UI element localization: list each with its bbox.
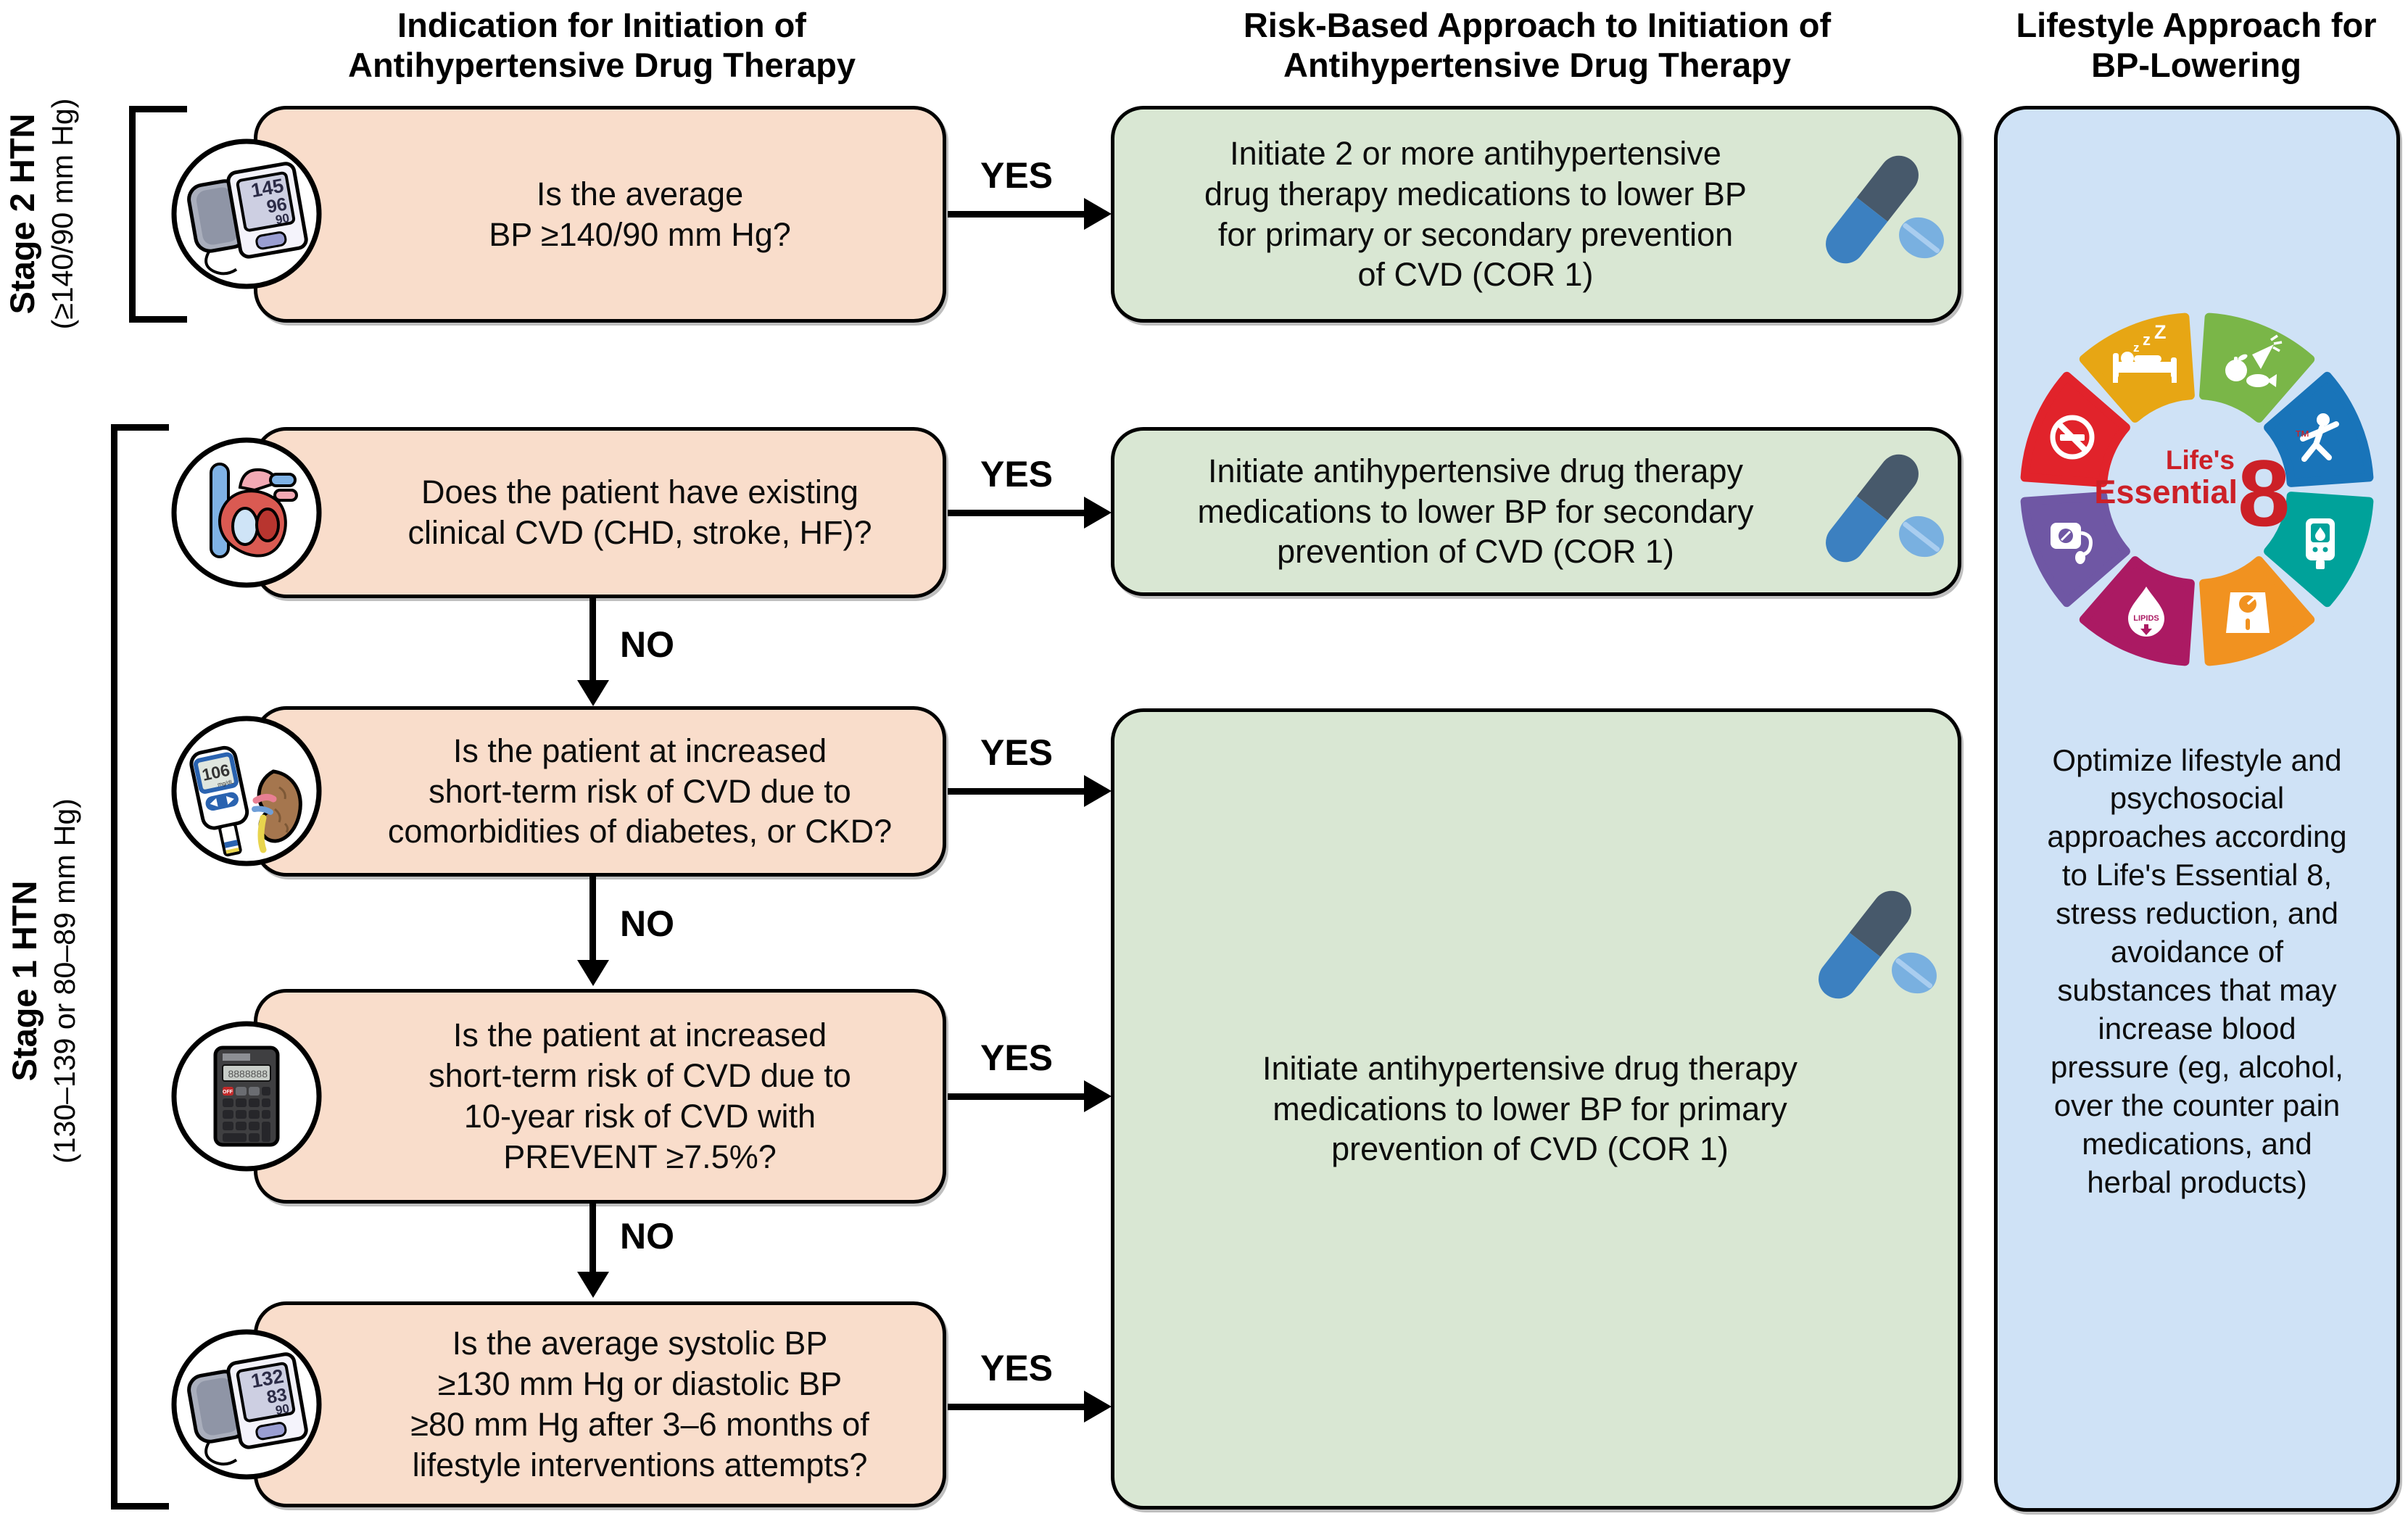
logo-center-text: Life's Essential 8 ™ — [2094, 427, 2310, 546]
stage-2-title: Stage 2 HTN — [3, 113, 41, 315]
svg-text:™: ™ — [2294, 427, 2310, 445]
yes-arrow — [948, 1404, 1087, 1410]
no-smoking-icon — [2050, 415, 2095, 460]
yes-label: YES — [980, 155, 1054, 196]
outcome-text-secondary: Initiate antihypertensive drug therapy m… — [1197, 452, 1754, 571]
svg-text:8888888: 8888888 — [228, 1068, 268, 1080]
header-lifestyle: Lifestyle Approach for BP-Lowering — [2016, 6, 2377, 84]
sleep-icon: z z Z — [2113, 321, 2177, 383]
pill-icon — [1805, 444, 1958, 582]
question-text-existing-cvd: Does the patient have existing clinical … — [407, 473, 872, 551]
stage-1-range: (130–139 or 80–89 mm Hg) — [47, 798, 81, 1164]
header-indication: Indication for Initiation of Antihyperte… — [348, 6, 856, 84]
segment-weight — [2199, 556, 2315, 666]
no-arrow — [589, 598, 596, 682]
weight-icon — [2226, 592, 2270, 633]
yes-label: YES — [980, 732, 1054, 773]
stage-1-bracket — [111, 424, 169, 1510]
bp-monitor-icon: 132 83 90 — [170, 1328, 323, 1481]
yes-arrow — [948, 211, 1087, 218]
blood-pressure-icon — [2051, 523, 2093, 564]
lifestyle-text: Optimize lifestyle and psychosocial appr… — [2047, 742, 2347, 1199]
lifes-essential-8-logo: LIPIDS — [2020, 312, 2374, 666]
bp-monitor-icon: 145 96 90 — [170, 138, 323, 290]
outcome-box-two-or-more — [1111, 106, 1961, 323]
segment-diet — [2199, 312, 2315, 423]
stage-2-range: (≥140/90 mm Hg) — [45, 98, 79, 330]
stage-1-title: Stage 1 HTN — [5, 880, 44, 1082]
yes-label: YES — [980, 1348, 1054, 1388]
no-arrowhead — [577, 1272, 609, 1298]
svg-text:LIPIDS: LIPIDS — [2133, 614, 2159, 623]
yes-arrow — [948, 510, 1087, 516]
pill-icon — [1798, 881, 1950, 1019]
no-label: NO — [620, 624, 674, 665]
question-text-diabetes-ckd: Is the patient at increased short-term r… — [387, 732, 893, 850]
svg-text:z: z — [2143, 331, 2151, 349]
outcome-text-primary: Initiate antihypertensive drug therapy m… — [1262, 1049, 1797, 1168]
glucose-meter-kidney-icon: 106 mg/dL — [171, 716, 322, 866]
segment-glucose — [2264, 492, 2374, 608]
yes-arrowhead — [1084, 198, 1112, 230]
pill-icon — [1805, 146, 1958, 283]
question-text-after-lifestyle: Is the average systolic BP ≥130 mm Hg or… — [410, 1325, 869, 1483]
svg-text:Essential: Essential — [2094, 473, 2238, 510]
question-text-avg-bp: Is the average BP ≥140/90 mm Hg? — [489, 175, 791, 253]
question-box-after-lifestyle — [254, 1301, 946, 1507]
heart-icon — [171, 437, 322, 588]
segment-exercise — [2264, 371, 2374, 487]
exercise-icon — [2300, 413, 2339, 462]
yes-label: YES — [980, 454, 1054, 494]
stage-2-label: Stage 2 HTN (≥140/90 mm Hg) — [0, 0, 83, 439]
svg-text:8: 8 — [2238, 440, 2290, 546]
stage-1-label: Stage 1 HTN (130–139 or 80–89 mm Hg) — [1, 647, 86, 1314]
lifestyle-box — [1994, 106, 2400, 1512]
lipids-icon: LIPIDS — [2128, 587, 2164, 637]
segment-lipids: LIPIDS — [2079, 556, 2195, 666]
outcome-text-two-or-more: Initiate 2 or more antihypertensive drug… — [1204, 134, 1747, 294]
svg-text:z: z — [2133, 341, 2140, 355]
yes-arrowhead — [1084, 497, 1112, 529]
yes-arrowhead — [1084, 1391, 1112, 1423]
svg-text:Z: Z — [2154, 321, 2167, 343]
question-text-prevent-risk: Is the patient at increased short-term r… — [429, 1016, 851, 1175]
yes-label: YES — [980, 1038, 1054, 1078]
yes-arrowhead — [1084, 775, 1112, 807]
question-box-prevent-risk — [254, 989, 946, 1204]
outcome-box-secondary — [1111, 427, 1961, 596]
no-arrow — [589, 1204, 596, 1273]
no-arrowhead — [577, 680, 609, 706]
yes-arrowhead — [1084, 1080, 1112, 1112]
yes-arrow — [948, 1093, 1087, 1100]
no-arrowhead — [577, 960, 609, 986]
segment-no-smoking — [2020, 371, 2130, 487]
no-label: NO — [620, 903, 674, 944]
segment-blood-pressure — [2020, 492, 2130, 608]
yes-arrow — [948, 788, 1087, 795]
no-label: NO — [620, 1216, 674, 1256]
calculator-icon: 8888888 OFF — [171, 1021, 322, 1172]
svg-text:90: 90 — [275, 1401, 291, 1417]
glucose-icon — [2306, 518, 2335, 569]
diet-icon — [2225, 334, 2283, 387]
outcome-box-primary — [1111, 708, 1961, 1510]
svg-text:Life's: Life's — [2166, 445, 2235, 475]
no-arrow — [589, 877, 596, 961]
svg-text:96: 96 — [265, 194, 289, 217]
svg-text:83: 83 — [265, 1384, 289, 1407]
stage-2-bracket — [129, 106, 187, 323]
header-risk-based: Risk-Based Approach to Initiation of Ant… — [1243, 6, 1832, 84]
segment-sleep: z z Z — [2079, 312, 2195, 423]
svg-text:90: 90 — [275, 211, 291, 227]
svg-text:OFF: OFF — [223, 1090, 233, 1095]
question-box-existing-cvd — [254, 427, 946, 598]
